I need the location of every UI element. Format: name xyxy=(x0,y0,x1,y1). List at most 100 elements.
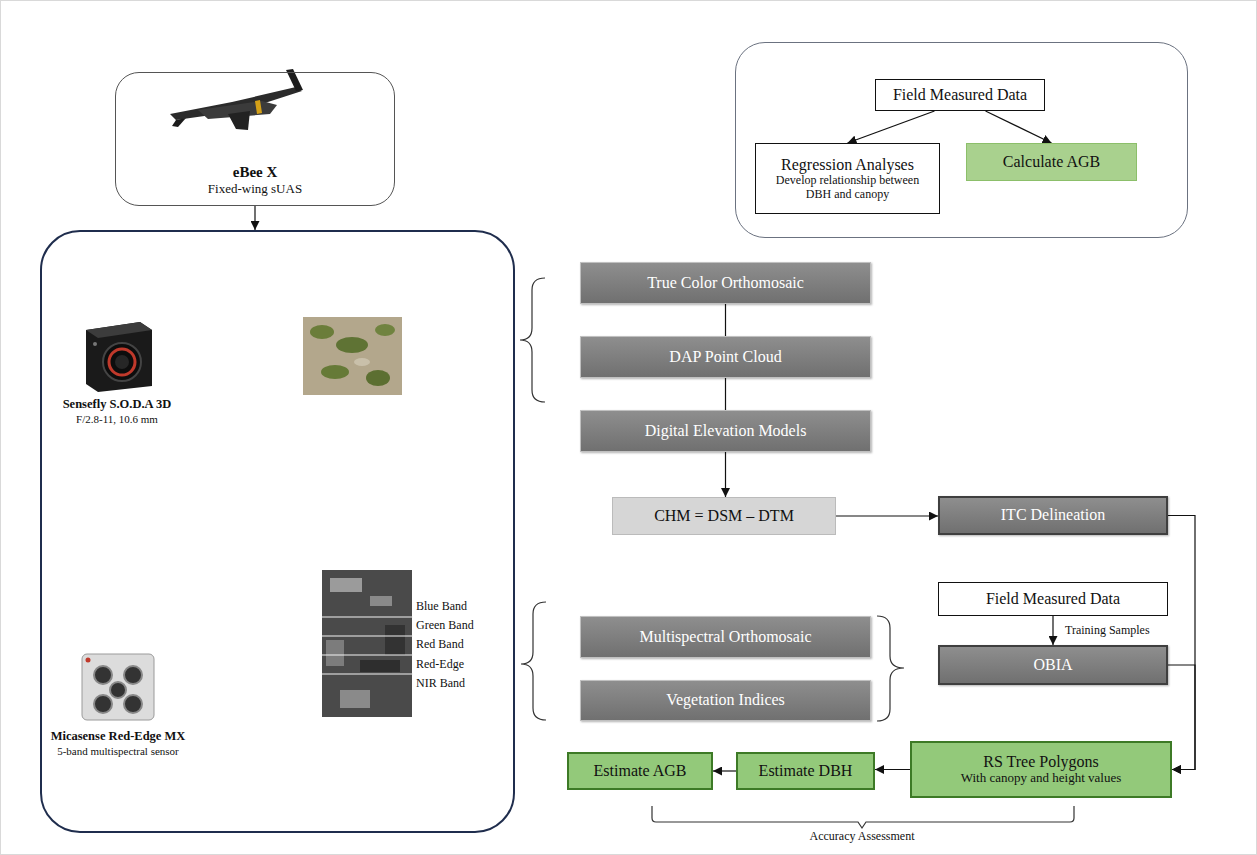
box-title: Regression Analyses xyxy=(781,156,914,174)
soda-camera-illustration xyxy=(109,349,135,375)
connector xyxy=(725,378,726,410)
bracket xyxy=(652,806,1074,828)
process-box: ITC Delineation xyxy=(938,496,1168,535)
box-title: ITC Delineation xyxy=(1001,506,1105,524)
micasense-camera-illustration xyxy=(82,654,154,720)
grouping-braces xyxy=(520,278,1074,828)
node-text: 5-band multispectral sensor xyxy=(0,745,268,758)
orthomosaic-thumbnail xyxy=(336,337,368,353)
box-title: Field Measured Data xyxy=(893,86,1027,104)
field-data-panel: Field Measured DataRegression AnalysesDe… xyxy=(735,42,1188,238)
box-title: Digital Elevation Models xyxy=(645,422,807,440)
soda-camera-illustration xyxy=(86,322,152,392)
drone-illustration xyxy=(172,118,186,127)
text-slot: NIR Band xyxy=(416,677,465,691)
box-title: DAP Point Cloud xyxy=(669,348,781,366)
text-slot: Sensefly S.O.D.A 3D xyxy=(0,397,267,411)
process-box: Regression AnalysesDevelop relationship … xyxy=(755,143,940,214)
node-text: Fixed-wing sUAS xyxy=(105,182,405,197)
band-image-stack xyxy=(360,660,400,672)
brace xyxy=(520,278,545,402)
process-box: Field Measured Data xyxy=(938,582,1168,616)
connector xyxy=(986,111,1052,143)
micasense-camera-illustration xyxy=(82,654,154,720)
orthomosaic-thumbnail xyxy=(310,325,334,339)
box-title: Estimate DBH xyxy=(759,762,853,780)
micasense-camera-illustration xyxy=(124,695,142,713)
product-box: Multispectral Orthomosaic xyxy=(580,616,871,658)
output-box: Estimate AGB xyxy=(567,752,713,790)
orthomosaic-thumbnail xyxy=(354,358,370,366)
orthomosaic-thumbnail xyxy=(366,370,390,386)
node-text: Micasense Red-Edge MX xyxy=(0,729,268,743)
soda-camera-illustration xyxy=(86,322,152,338)
process-box: Field Measured Data xyxy=(875,79,1045,111)
connector xyxy=(725,452,726,497)
micasense-camera-illustration xyxy=(94,666,112,684)
text-slot: Blue Band xyxy=(416,600,467,614)
connector xyxy=(1168,516,1195,770)
text-slot: F/2.8-11, 10.6 mm xyxy=(0,413,267,426)
orthomosaic-thumbnail xyxy=(303,317,402,395)
band-image-stack xyxy=(330,578,362,592)
bracket-label: Accuracy Assessment xyxy=(808,830,917,844)
connector xyxy=(1052,616,1053,645)
text-slot: Fixed-wing sUAS xyxy=(105,182,405,197)
text-slot: Red Band xyxy=(416,638,464,652)
box-title: Field Measured Data xyxy=(986,590,1120,608)
product-box: Vegetation Indices xyxy=(580,680,871,721)
node-text: Sensefly S.O.D.A 3D xyxy=(0,397,267,411)
node-text: Red Band xyxy=(416,638,464,652)
band-image-stack xyxy=(326,640,344,666)
box-subtitle: Develop relationship between DBH and can… xyxy=(763,174,932,202)
band-image-stack xyxy=(322,654,413,655)
box-title: Vegetation Indices xyxy=(666,691,785,709)
box-title: True Color Orthomosaic xyxy=(647,274,804,292)
connector xyxy=(725,304,726,336)
node-text: NIR Band xyxy=(416,677,465,691)
connector xyxy=(875,769,910,770)
connector xyxy=(836,515,938,516)
product-box: True Color Orthomosaic xyxy=(580,262,871,304)
orthomosaic-thumbnail xyxy=(321,365,349,379)
brace xyxy=(877,616,904,721)
text-slot: Green Band xyxy=(416,619,474,633)
box-subtitle: With canopy and height values xyxy=(961,771,1122,786)
box-title: Estimate AGB xyxy=(594,762,687,780)
orthomosaic-thumbnail xyxy=(303,317,402,395)
output-box: RS Tree PolygonsWith canopy and height v… xyxy=(910,741,1172,798)
text-slot: Red-Edge xyxy=(416,658,464,672)
formula-box: CHM = DSM – DTM xyxy=(612,497,836,535)
node-text: Red-Edge xyxy=(416,658,464,672)
connector xyxy=(713,770,736,771)
drone-illustration xyxy=(255,100,262,114)
sensor-panel: Sensefly S.O.D.A 3DF/2.8-11, 10.6 mmMica… xyxy=(40,230,515,833)
brace xyxy=(521,602,546,720)
drone-panel: eBee XFixed-wing sUAS xyxy=(115,72,395,206)
output-box: Estimate DBH xyxy=(736,752,875,790)
box-title: OBIA xyxy=(1033,656,1072,674)
edge-label: Training Samples xyxy=(1063,624,1152,638)
band-image-stack xyxy=(322,570,413,717)
band-image-stack xyxy=(322,673,413,674)
connector xyxy=(1168,665,1195,770)
soda-camera-illustration xyxy=(86,322,152,392)
micasense-camera-illustration xyxy=(94,695,112,713)
soda-camera-illustration xyxy=(115,355,129,369)
band-image-stack xyxy=(322,570,412,717)
box-title: RS Tree Polygons xyxy=(983,753,1099,771)
drone-illustration xyxy=(170,69,303,130)
drone-illustration xyxy=(228,111,250,130)
text-slot: Micasense Red-Edge MX xyxy=(0,729,268,743)
drone-illustration xyxy=(286,69,303,91)
micasense-camera-illustration xyxy=(86,658,91,663)
product-box: Digital Elevation Models xyxy=(580,410,871,452)
connector xyxy=(254,206,255,230)
band-image-stack xyxy=(322,635,413,636)
connector xyxy=(848,111,935,143)
band-image-stack xyxy=(370,596,392,606)
